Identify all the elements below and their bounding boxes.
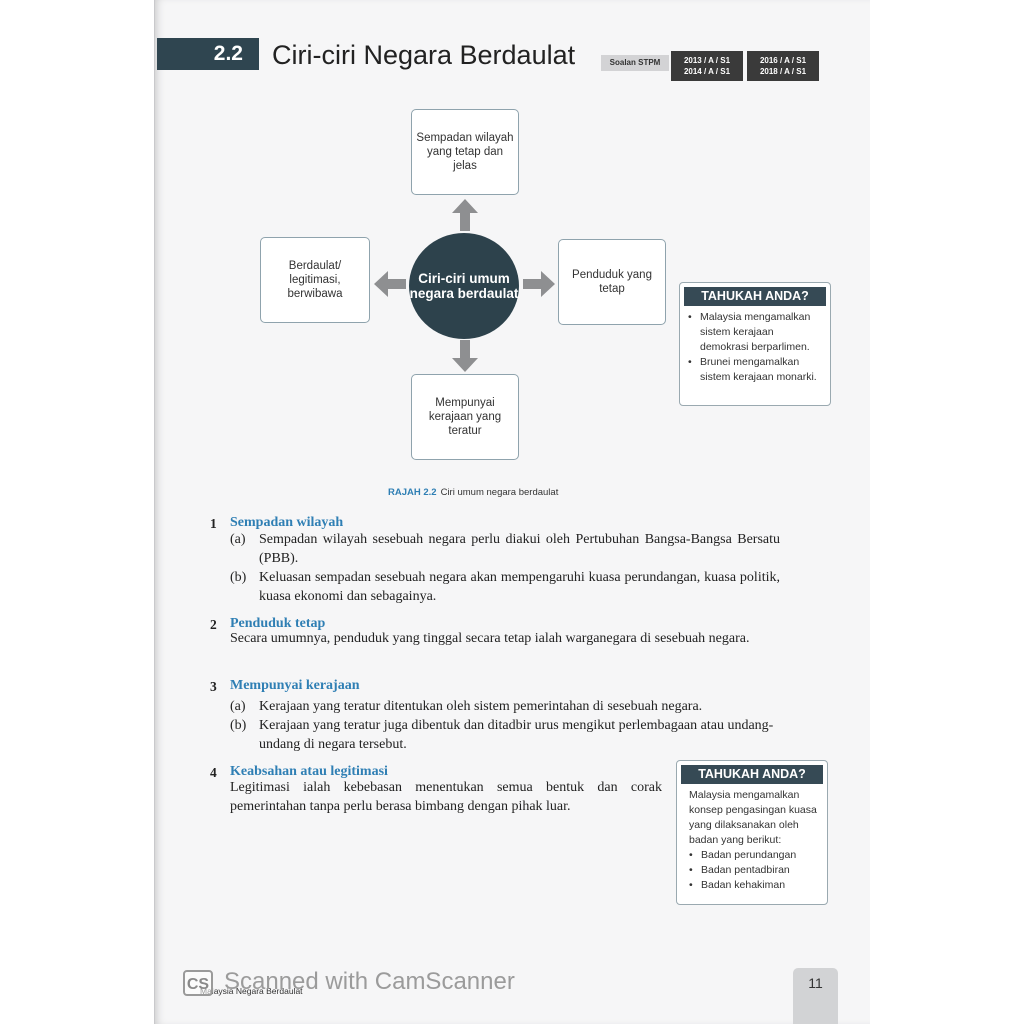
stpm-ref-line: 2016 / A / S1	[759, 56, 807, 65]
list-item: Badan perundangan	[689, 848, 821, 863]
caption-text: Ciri umum negara berdaulat	[440, 487, 559, 498]
section-paragraph: Legitimasi ialah kebebasan menentukan se…	[230, 780, 662, 814]
did-you-know-intro: Malaysia mengamalkan konsep pengasingan …	[689, 789, 817, 846]
section-title: Ciri-ciri Negara Berdaulat	[272, 40, 576, 70]
section-heading: Penduduk tetap	[230, 616, 326, 631]
sub-item-text: Keluasan sempadan sesebuah negara akan m…	[259, 570, 780, 604]
section-heading: Mempunyai kerajaan	[230, 678, 360, 693]
diagram-box-top: Sempadan wilayah yang tetap dan jelas	[411, 109, 519, 195]
arrow-right-icon	[523, 271, 555, 297]
section-number: 4	[210, 765, 217, 780]
did-you-know-box-2: TAHUKAH ANDA? Malaysia mengamalkan konse…	[676, 760, 828, 905]
sub-item: (a) Sempadan wilayah sesebuah negara per…	[230, 530, 780, 568]
sub-item: (a) Kerajaan yang teratur ditentukan ole…	[230, 697, 780, 716]
arrow-down-icon	[452, 340, 478, 372]
sub-item: (b) Kerajaan yang teratur juga dibentuk …	[230, 716, 780, 754]
section-heading: Keabsahan atau legitimasi	[230, 764, 388, 779]
sub-item: (b) Keluasan sempadan sesebuah negara ak…	[230, 568, 780, 606]
diagram-box-right: Penduduk yang tetap	[558, 239, 666, 325]
page-number-tab: 11	[793, 968, 838, 1024]
section-number: 2	[210, 617, 217, 632]
section-heading: Sempadan wilayah	[230, 515, 344, 530]
sub-item-text: Sempadan wilayah sesebuah negara perlu d…	[259, 532, 780, 566]
scanner-watermark: Scanned with CamScanner	[224, 968, 515, 995]
list-item: Badan pentadbiran	[689, 863, 821, 878]
sub-item-text: Kerajaan yang teratur ditentukan oleh si…	[259, 699, 703, 714]
sub-item-label: (a)	[230, 699, 246, 714]
arrow-up-icon	[452, 199, 478, 231]
running-footer-title: Malaysia Negara Berdaulat	[200, 986, 303, 996]
section-number-tab: 2.2	[157, 38, 259, 70]
list-item: Brunei mengamalkan sistem kerajaan monar…	[688, 355, 824, 385]
caption-label: RAJAH 2.2	[388, 487, 437, 498]
sub-item-label: (a)	[230, 532, 246, 547]
camscanner-logo-icon: CS	[183, 970, 213, 996]
section-number: 3	[210, 679, 217, 694]
did-you-know-box-1: TAHUKAH ANDA? Malaysia mengamalkan siste…	[679, 282, 831, 406]
background-right	[870, 0, 1024, 1024]
diagram-box-bottom: Mempunyai kerajaan yang teratur	[411, 374, 519, 460]
did-you-know-title: TAHUKAH ANDA?	[684, 287, 826, 306]
stpm-ref-box-2: 2016 / A / S1 2018 / A / S1	[747, 51, 819, 81]
did-you-know-title: TAHUKAH ANDA?	[681, 765, 823, 784]
stpm-ref-line: 2018 / A / S1	[759, 67, 807, 76]
diagram-box-left: Berdaulat/ legitimasi, berwibawa	[260, 237, 370, 323]
diagram-center-circle: Ciri-ciri umum negara berdaulat	[409, 233, 519, 339]
stpm-ref-box-1: 2013 / A / S1 2014 / A / S1	[671, 51, 743, 81]
section-number: 1	[210, 516, 217, 531]
arrow-left-icon	[374, 271, 406, 297]
stpm-label: Soalan STPM	[601, 55, 669, 71]
section-paragraph: Secara umumnya, penduduk yang tinggal se…	[230, 631, 750, 646]
stpm-ref-line: 2013 / A / S1	[683, 56, 731, 65]
stpm-ref-line: 2014 / A / S1	[683, 67, 731, 76]
sub-item-label: (b)	[230, 718, 247, 733]
list-item: Badan kehakiman	[689, 878, 821, 893]
background-left	[0, 0, 154, 1024]
list-item: Malaysia mengamalkan sistem kerajaan dem…	[688, 310, 824, 355]
sub-item-text: Kerajaan yang teratur juga dibentuk dan …	[259, 718, 774, 752]
sub-item-label: (b)	[230, 570, 247, 585]
